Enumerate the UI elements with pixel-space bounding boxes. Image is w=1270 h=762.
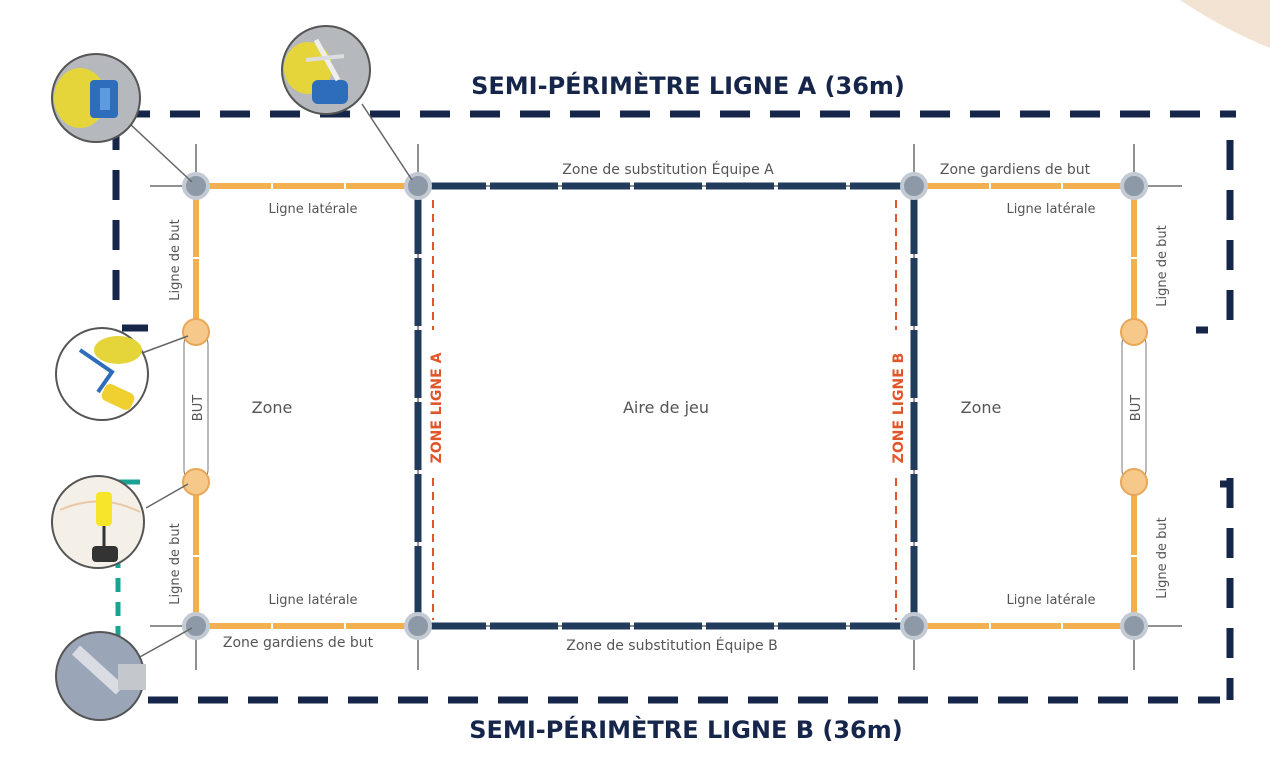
goal-anchor-photo-icon [51, 475, 145, 569]
side-line-label: Ligne latérale [1006, 593, 1095, 608]
node [1120, 612, 1148, 640]
goal-line-label: Ligne de but [1155, 517, 1170, 598]
orange-segment-joins [192, 182, 1138, 630]
goal-line-label: Ligne de but [168, 523, 183, 604]
goal-left: BUT [183, 331, 209, 483]
goal-label: BUT [1129, 395, 1144, 421]
playing-area-label: Aire de jeu [623, 398, 709, 417]
semi-perimeter-border [112, 110, 1236, 704]
corner-decoration [1180, 0, 1270, 48]
connector-photo-icon [51, 53, 141, 143]
goal-line-label: Ligne de but [1155, 225, 1170, 306]
goal-post-node [182, 318, 210, 346]
goal-post-node [182, 468, 210, 496]
top-perimeter-title: SEMI-PÉRIMÈTRE LIGNE A (36m) [471, 71, 905, 100]
connector-tee-photo-icon [281, 25, 371, 115]
side-line-label: Ligne latérale [268, 202, 357, 217]
goal-clip-photo-icon [55, 327, 149, 421]
ground-stake-photo-icon [55, 631, 146, 721]
node [404, 612, 432, 640]
goal-post-node [1120, 318, 1148, 346]
goalkeeper-zone-label: Zone gardiens de but [940, 162, 1091, 178]
node [182, 612, 210, 640]
goalkeeper-zone-label: Zone gardiens de but [223, 635, 374, 651]
connector-nodes [182, 172, 1148, 640]
zone-right-label: Zone [961, 398, 1002, 417]
zone-left-label: Zone [252, 398, 293, 417]
bottom-perimeter-title: SEMI-PÉRIMÈTRE LIGNE B (36m) [469, 715, 902, 744]
node [1120, 172, 1148, 200]
node [900, 172, 928, 200]
zone-line-b-label: ZONE LIGNE B [891, 353, 907, 464]
substitution-zone-a-label: Zone de substitution Équipe A [562, 161, 774, 178]
side-line-label: Ligne latérale [1006, 202, 1095, 217]
goal-right: BUT [1121, 331, 1147, 483]
goal-line-label: Ligne de but [168, 219, 183, 300]
substitution-zone-b-label: Zone de substitution Équipe B [566, 637, 777, 654]
goal-label: BUT [191, 395, 206, 421]
side-line-label: Ligne latérale [268, 593, 357, 608]
navy-boundary [414, 182, 918, 630]
zone-line-markers [432, 200, 897, 620]
zone-line-a-label: ZONE LIGNE A [429, 352, 445, 463]
goal-post-node [1120, 468, 1148, 496]
node [900, 612, 928, 640]
